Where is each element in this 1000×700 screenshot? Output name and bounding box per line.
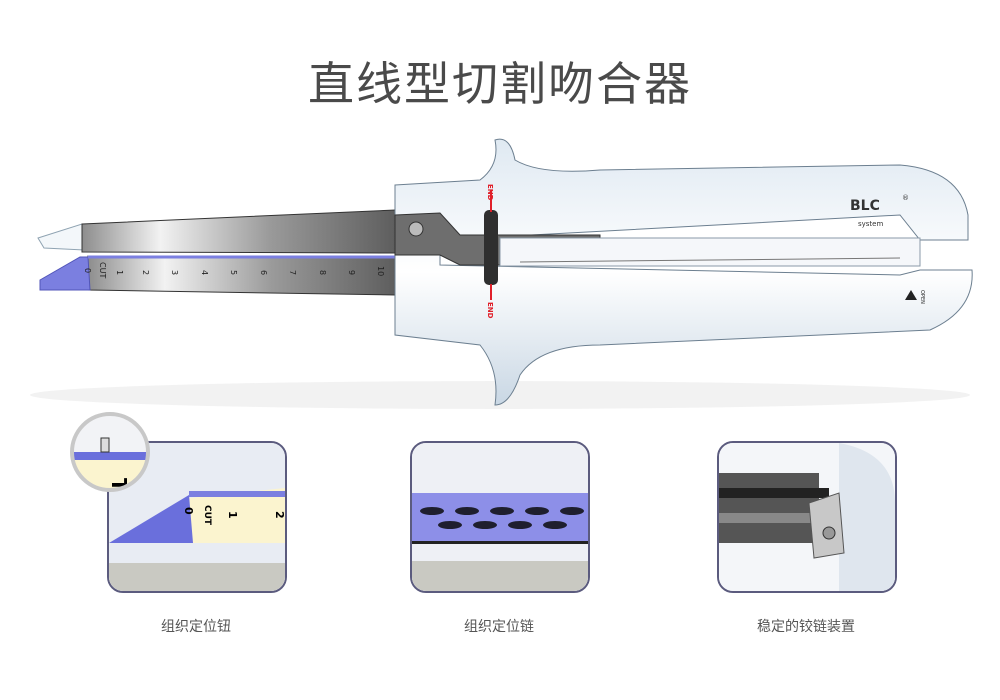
tissue-stop-blue (39, 256, 91, 291)
page-title: 直线型切割吻合器 (308, 57, 692, 111)
ruler-number: 3 (170, 270, 179, 275)
upper-jaw (81, 209, 396, 254)
hinge-pin (408, 221, 424, 237)
inset-ruler-zero: 0 (182, 507, 195, 515)
lower-jaw (87, 255, 396, 296)
magnifier-circle: T (70, 412, 150, 492)
ruler-scale: 0 CUT 1 2 3 4 5 6 7 8 9 10 (83, 262, 385, 278)
inset-stable-hinge (717, 441, 897, 593)
inset-illustration (719, 443, 895, 591)
ruler-number: 8 (318, 270, 327, 275)
caption-tissue-positioning-chain: 组织定位链 (464, 619, 534, 635)
inset-illustration (412, 443, 588, 591)
end-label-top: END (486, 184, 494, 201)
firing-knob (484, 210, 498, 285)
caption-stable-hinge: 稳定的铰链装置 (757, 619, 855, 635)
ruler-number: 1 (115, 270, 124, 275)
open-arrow-icon (905, 290, 917, 300)
ruler-number: 7 (288, 270, 297, 275)
ruler-number: 2 (141, 270, 150, 275)
inset-ruler-cut: CUT (202, 505, 212, 526)
inset-tissue-positioning-chain (410, 441, 590, 593)
handle-body (394, 138, 973, 406)
linear-cutter-stapler-illustration: 0 CUT 1 2 3 4 5 6 7 8 9 10 END END BLC ®… (30, 138, 973, 409)
inset-ruler-two: 2 (273, 511, 285, 519)
ruler-number: 10 (376, 266, 385, 276)
ruler-number: 6 (259, 270, 268, 275)
anvil-tip (37, 223, 85, 251)
brand-logo: BLC (850, 198, 880, 214)
caption-tissue-positioning-button: 组织定位钮 (161, 619, 231, 635)
ruler-cut: CUT (98, 262, 107, 278)
end-label-bottom: END (486, 302, 494, 319)
brand-registered: ® (902, 194, 909, 202)
ruler-number: 4 (200, 270, 209, 275)
brand-subtitle: system (858, 220, 883, 228)
ruler-zero: 0 (83, 268, 92, 273)
open-label: OPEN (919, 290, 925, 304)
ruler-number: 9 (347, 270, 356, 275)
inset-ruler-one: 1 (226, 511, 239, 519)
ruler-number: 5 (229, 270, 238, 275)
